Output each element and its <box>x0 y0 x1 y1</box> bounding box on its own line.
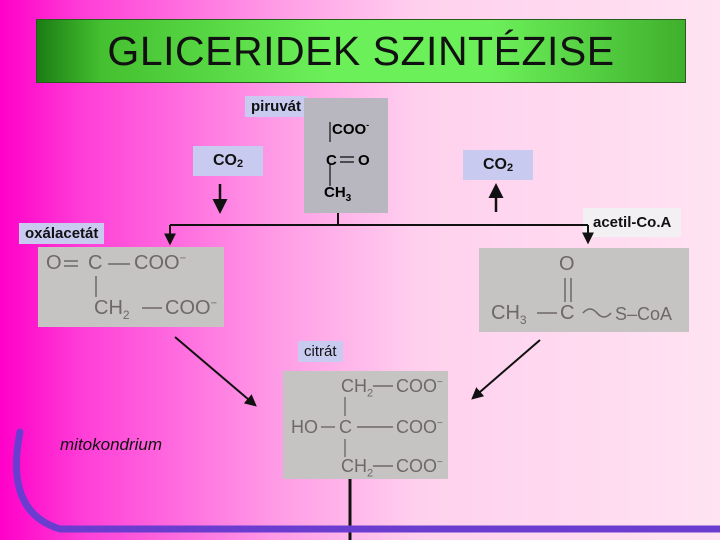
mitochondrion-membrane <box>13 428 720 533</box>
citrate-coo-bot: COO <box>396 456 438 476</box>
acetylcoa-ch3: CH <box>491 302 520 324</box>
oxaloacetate-label: oxálacetát <box>19 223 105 244</box>
acetylcoa-c: C <box>560 302 575 324</box>
oxaloacetate-coo2: COO <box>165 297 211 319</box>
oxaloacetate-o: O <box>46 252 62 274</box>
acetylcoa-to-citrate-arrow <box>471 339 541 400</box>
citrate-ch2-bot: CH <box>341 456 367 476</box>
acetylcoa-o: O <box>559 253 575 275</box>
pyruvate-coo: COO <box>332 121 367 138</box>
oxaloacetate-structure: O C COO− CH2 COO− <box>38 247 224 327</box>
oxaloacetate-to-citrate-arrow <box>174 336 257 407</box>
pyruvate-ch3: CH <box>324 184 346 201</box>
citrate-label: citrát <box>298 341 343 362</box>
pyruvate-carbonyl-o: O <box>358 152 370 169</box>
pyruvate-carbonyl-c: C <box>326 152 337 169</box>
pyruvate-structure: COO- C O CH3 <box>304 98 388 213</box>
mitochondrion-label: mitokondrium <box>60 435 163 454</box>
pyruvate-label: piruvát <box>245 96 308 117</box>
page-title: GLICERIDEK SZINTÉZISE <box>107 27 615 74</box>
citrate-ho: HO <box>291 417 318 437</box>
citrate-coo-mid: COO <box>396 417 438 437</box>
citrate-structure: CH2 COO− HO C COO− CH2 COO− <box>283 371 448 480</box>
oxaloacetate-ch2: CH <box>94 297 123 319</box>
oxaloacetate-coo1: COO <box>134 252 180 274</box>
acetylcoa-structure: O CH3 C S–CoA <box>479 248 689 332</box>
title-banner: GLICERIDEK SZINTÉZISE <box>36 19 686 83</box>
citrate-coo-top: COO <box>396 376 438 396</box>
acetylcoa-scoa: S–CoA <box>615 304 673 324</box>
oxaloacetate-c: C <box>88 252 103 274</box>
acetylcoa-label: acetil-Co.A <box>583 208 682 237</box>
citrate-ch2-top: CH <box>341 376 367 396</box>
pyruvate-ch3-sub: 3 <box>345 193 352 204</box>
citrate-c: C <box>339 417 352 437</box>
pyruvate-coo-charge: - <box>366 120 370 130</box>
